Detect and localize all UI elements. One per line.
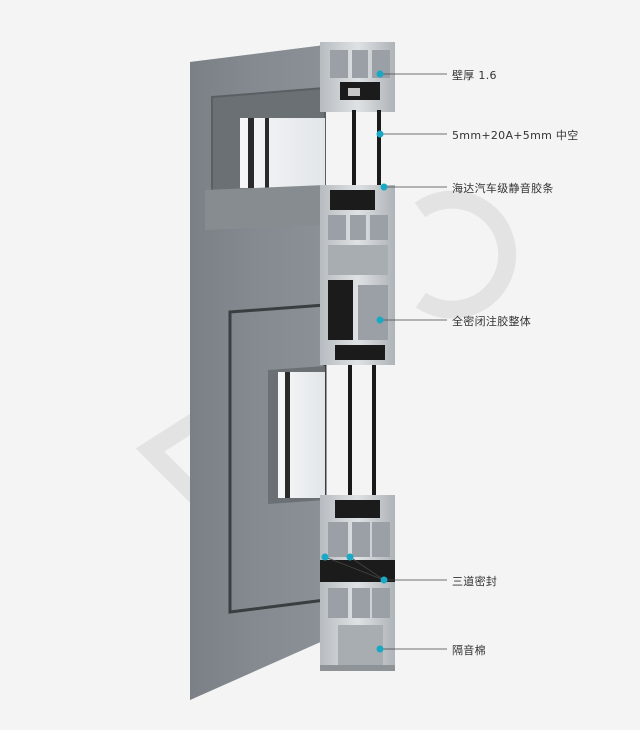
callout-glass-spec: 5mm+20A+5mm 中空 [452,129,579,142]
lower-opening [228,303,327,614]
callout-thermal-break: 隔音棉 [452,644,486,657]
callout-wall-thickness: 壁厚 1.6 [452,69,497,82]
callout-lines [324,73,447,650]
upper-opening [205,86,326,230]
cross-section-profile [320,42,395,671]
callout-foam: 全密闭注胶整体 [452,315,532,328]
callout-triple-seal: 三道密封 [452,575,498,588]
callout-dots [321,70,388,653]
callout-gasket: 海达汽车级静音胶条 [452,182,554,195]
